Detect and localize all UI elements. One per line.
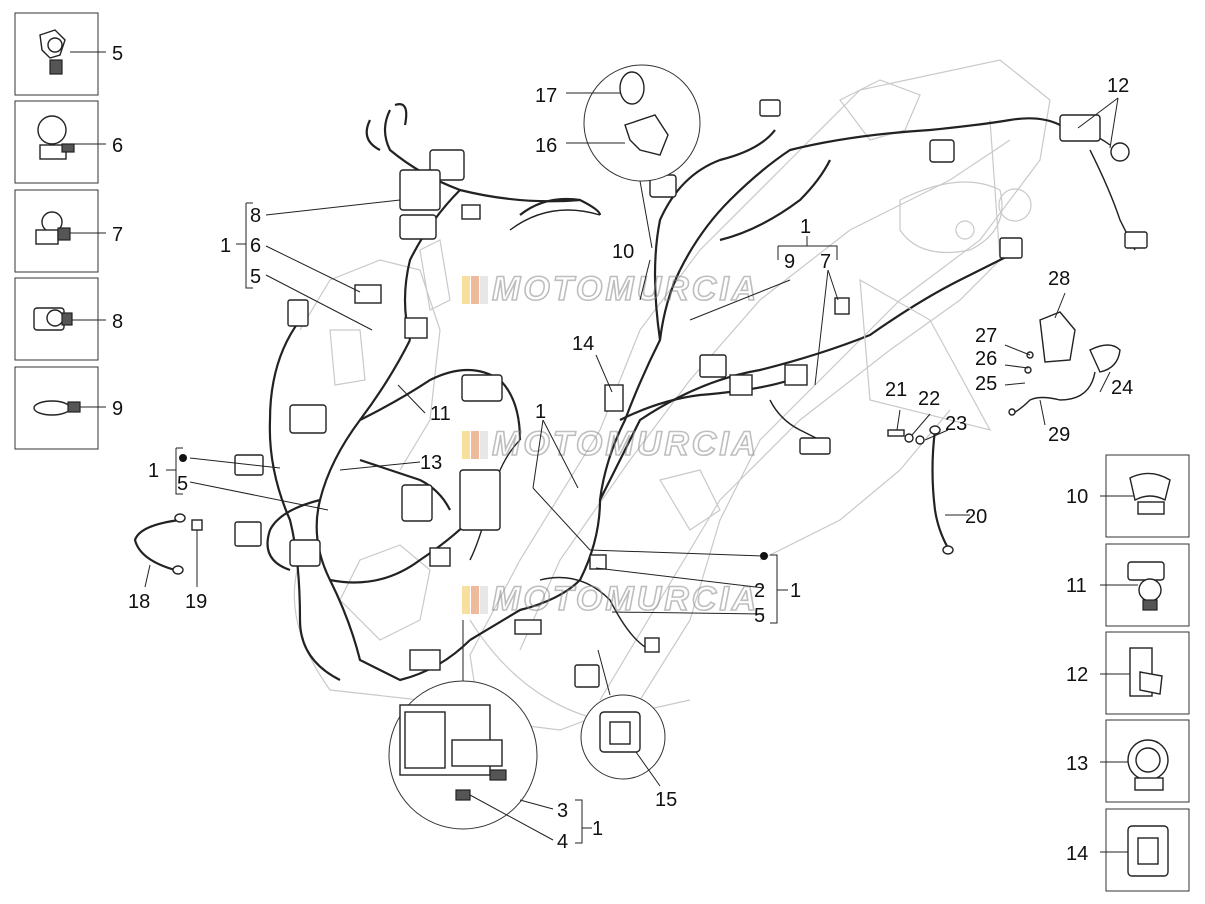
callout-11[interactable]: 11 xyxy=(430,403,451,425)
bracket-lines xyxy=(166,202,838,844)
callout-8[interactable]: 8 xyxy=(250,205,261,227)
callout-12[interactable]: 12 xyxy=(1107,75,1129,97)
callout-6[interactable]: 6 xyxy=(250,235,261,257)
leader-lines xyxy=(144,92,1119,841)
clip-icon xyxy=(1129,647,1163,697)
callout-1[interactable]: 1 xyxy=(220,235,231,257)
legend-item-8[interactable]: 8 xyxy=(14,277,123,361)
callout-10[interactable]: 10 xyxy=(612,241,634,263)
harness-connectors xyxy=(234,99,1148,688)
detail-circle-clip-16-17 xyxy=(583,64,701,249)
callout-1[interactable]: 1 xyxy=(535,401,546,423)
callout-3[interactable]: 3 xyxy=(557,800,568,822)
legend-item-9[interactable]: 9 xyxy=(14,366,123,450)
ground-cable-18 xyxy=(133,513,203,575)
watermark-text-2: MOTOMURCIA xyxy=(492,425,759,463)
callout-27[interactable]: 27 xyxy=(975,325,997,347)
legend-label-10: 10 xyxy=(1066,486,1088,508)
callout-24[interactable]: 24 xyxy=(1111,377,1133,399)
legend-label-13: 13 xyxy=(1066,753,1088,775)
legend-label-5: 5 xyxy=(112,43,123,65)
callout-15[interactable]: 15 xyxy=(655,789,677,811)
ground-cable-20 xyxy=(887,425,954,555)
callout-18[interactable]: 18 xyxy=(128,591,150,613)
bullet-marker xyxy=(760,552,768,560)
legend-label-9: 9 xyxy=(112,398,123,420)
clamp-icon xyxy=(1127,739,1169,791)
callout-23[interactable]: 23 xyxy=(945,413,967,435)
callout-2[interactable]: 2 xyxy=(754,580,765,602)
clip-icon xyxy=(1129,472,1171,515)
legend-item-14[interactable]: 14 xyxy=(1066,808,1190,892)
clip-icon xyxy=(1127,825,1169,877)
callout-1[interactable]: 1 xyxy=(592,818,603,840)
legend-label-7: 7 xyxy=(112,224,123,246)
callout-1[interactable]: 1 xyxy=(148,460,159,482)
legend-item-6[interactable]: 6 xyxy=(14,100,123,184)
clip-icon xyxy=(35,211,71,245)
sensor-assembly-24-28 xyxy=(859,278,1121,431)
callout-5[interactable]: 5 xyxy=(754,605,765,627)
legend-label-14: 14 xyxy=(1066,843,1088,865)
callout-4[interactable]: 4 xyxy=(557,831,568,853)
legend-right: 10 11 12 xyxy=(1066,454,1190,892)
callout-25[interactable]: 25 xyxy=(975,373,997,395)
watermark-text-1: MOTOMURCIA xyxy=(492,270,759,308)
bullet-marker xyxy=(179,454,187,462)
legend-item-12[interactable]: 12 xyxy=(1066,631,1190,715)
legend-item-10[interactable]: 10 xyxy=(1066,454,1190,538)
callout-22[interactable]: 22 xyxy=(918,388,940,410)
callout-14[interactable]: 14 xyxy=(572,333,594,355)
legend-item-5[interactable]: 5 xyxy=(14,12,123,96)
callout-1[interactable]: 1 xyxy=(800,216,811,238)
clip-icon xyxy=(39,29,66,75)
legend-label-6: 6 xyxy=(112,135,123,157)
legend-label-8: 8 xyxy=(112,311,123,333)
callout-labels: 8 1 6 5 1 5 13 11 17 16 10 1 9 7 14 1 2 … xyxy=(128,75,1133,853)
legend-label-12: 12 xyxy=(1066,664,1088,686)
callout-21[interactable]: 21 xyxy=(885,379,907,401)
legend-item-13[interactable]: 13 xyxy=(1066,719,1190,803)
legend-item-7[interactable]: 7 xyxy=(14,189,123,273)
watermarks: MOTOMURCIA MOTOMURCIA MOTOMURCIA xyxy=(462,269,759,619)
callout-28[interactable]: 28 xyxy=(1048,268,1070,290)
callout-17[interactable]: 17 xyxy=(535,85,557,107)
callout-20[interactable]: 20 xyxy=(965,506,987,528)
clip-icon xyxy=(33,307,73,331)
main-wiring-harness xyxy=(266,103,1136,682)
callout-29[interactable]: 29 xyxy=(1048,424,1070,446)
callout-16[interactable]: 16 xyxy=(535,135,557,157)
callout-26[interactable]: 26 xyxy=(975,348,997,370)
legend-left: 5 6 7 xyxy=(14,12,123,450)
callout-9[interactable]: 9 xyxy=(784,251,795,273)
callout-13[interactable]: 13 xyxy=(420,452,442,474)
callout-1[interactable]: 1 xyxy=(790,580,801,602)
callout-19[interactable]: 19 xyxy=(185,591,207,613)
callout-5[interactable]: 5 xyxy=(177,473,188,495)
callout-7[interactable]: 7 xyxy=(820,251,831,273)
callout-5[interactable]: 5 xyxy=(250,266,261,288)
detail-circle-clip-15 xyxy=(580,649,666,780)
legend-label-11: 11 xyxy=(1066,575,1087,597)
legend-item-11[interactable]: 11 xyxy=(1066,543,1190,627)
detail-circle-fusebox xyxy=(388,620,538,830)
cable-clamp-icon xyxy=(37,115,75,160)
clip-icon xyxy=(1127,561,1165,611)
